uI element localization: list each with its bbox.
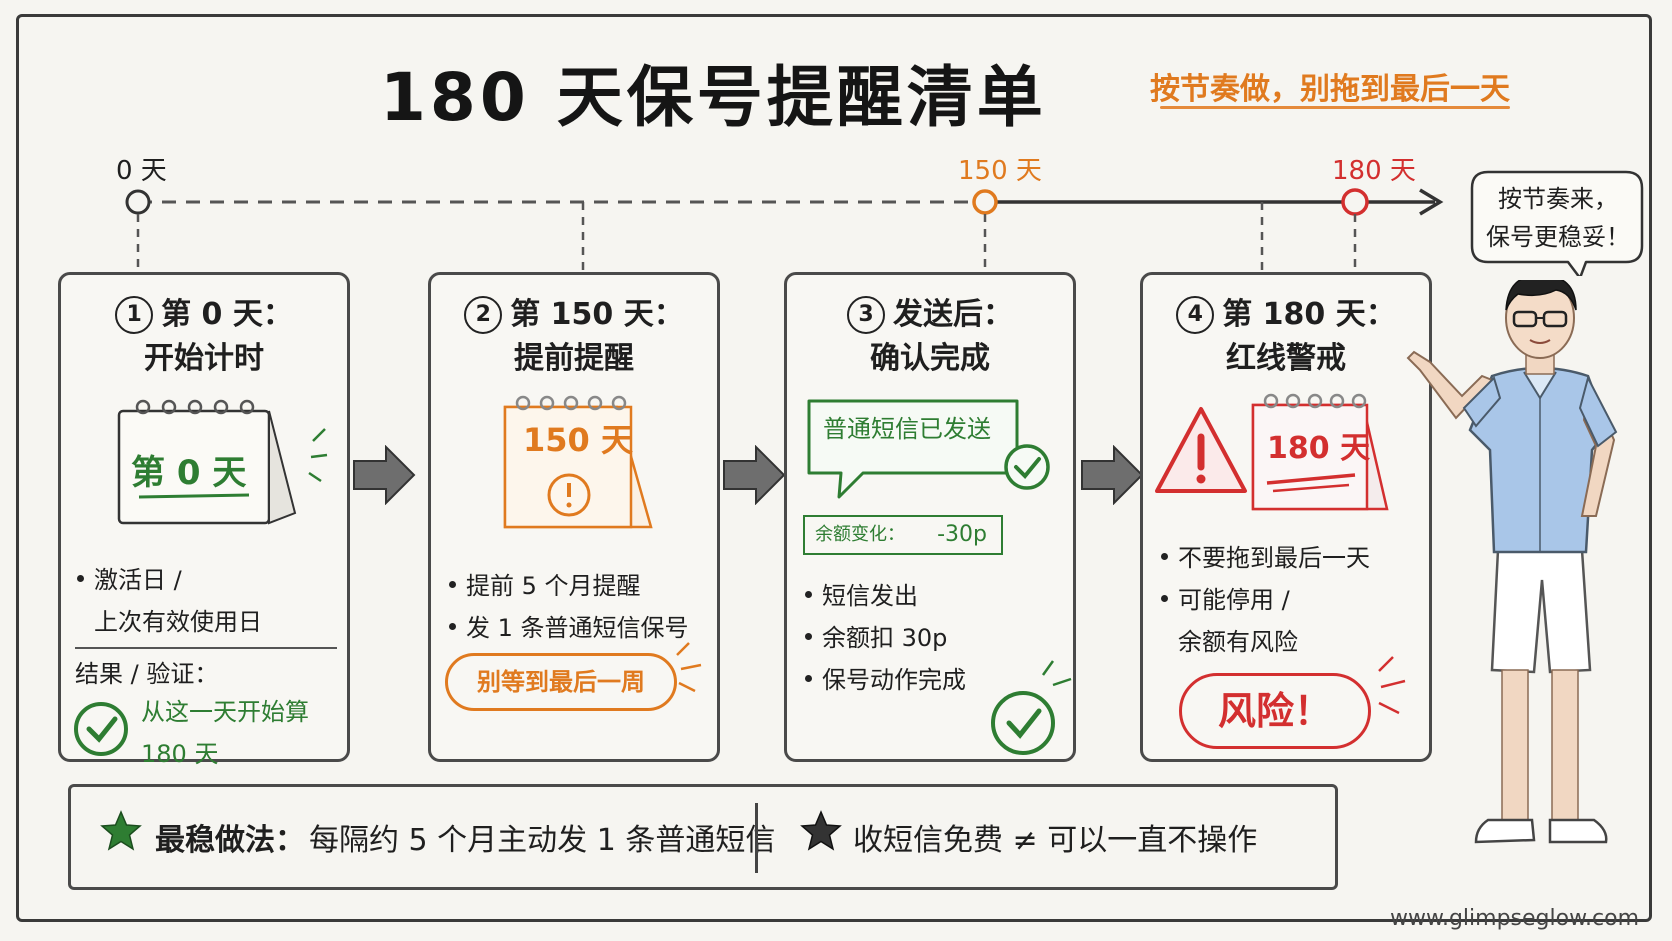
bullet-text-line2: 余额有风险 [1178,628,1298,656]
calendar-icon [117,399,328,525]
step-number: 4 [1176,296,1215,334]
emphasis-lines-icon [676,642,702,693]
warning-triangle-icon [1155,407,1247,493]
check-circle-icon [1004,444,1050,490]
result-label: 结果 / 验证： [75,660,219,688]
step-arrow-2 [723,445,786,505]
sms-bubble-shape [807,399,1019,499]
sms-sent-text: 普通短信已发送 [823,415,991,443]
card-title-line2: 开始计时 [144,341,264,376]
result-line2: 180 天 [141,740,219,768]
tip-text: 每隔约 5 个月主动发 1 条普通短信 [309,823,776,858]
card-title-line2: 确认完成 [870,341,990,376]
risk-badge: 风险！ [1179,673,1371,749]
bullet-text: 余额扣 30p [822,624,948,652]
timeline-node-day150 [972,189,998,215]
step-arrow-1 [353,445,416,505]
result-text: 从这一天开始算 180 天 [141,691,309,775]
calendar-day0-text: 第 0 天 [131,453,247,493]
emphasis-lines-icon [1378,656,1406,715]
card-after-send-bullets: 短信发出 余额扣 30p 保号动作完成 [805,575,966,701]
bubble-line2: 保号更稳妥！ [1486,223,1630,251]
note-text: 收短信免费 ≠ 可以一直不操作 [853,823,1258,858]
presenter-character-illustration [1406,280,1618,844]
bullet-text: 可能停用 / [1178,586,1290,614]
bottom-divider [755,803,758,873]
card-day180-bullets: 不要拖到最后一天 可能停用 / 余额有风险 [1161,537,1370,663]
page-title: 180 天保号提醒清单 [380,59,1047,136]
card-title-line1: 发送后： [893,297,1013,332]
card-title-line2: 红线警戒 [1226,341,1346,376]
calendar-day150-text: 150 天 [523,421,633,459]
bullet-text: 不要拖到最后一天 [1178,544,1370,572]
star-green-icon [100,810,142,851]
timeline-node-day0 [125,189,151,215]
subtitle-underline [1160,106,1510,109]
bullet-text: 保号动作完成 [822,666,966,694]
step-number: 3 [847,296,885,334]
timeline-label-day0: 0 天 [116,156,167,186]
warning-pill: 别等到最后一周 [445,653,677,711]
star-dark-icon [800,810,842,851]
balance-change-box: 余额变化： -30p [803,515,1003,555]
timeline-node-day180 [1341,188,1369,216]
calendar-day180-text: 180 天 [1267,431,1371,466]
large-check-icon [991,660,1072,755]
step-arrow-3 [1081,445,1144,505]
card-day0-bullet: 激活日 / 上次有效使用日 [77,559,262,643]
card-day150-bullets: 提前 5 个月提醒 发 1 条普通短信保号 [449,565,689,649]
outer-frame [16,14,1652,922]
footer-watermark: www.glimpseglow.com [1390,906,1640,931]
timeline-label-day150: 150 天 [958,156,1042,186]
page-subtitle: 按节奏做，别拖到最后一天 [1150,72,1510,107]
tip-label: 最稳做法： [155,823,305,858]
bullet-text: 激活日 / [94,566,182,594]
bottom-tip-box: 最稳做法： 每隔约 5 个月主动发 1 条普通短信 收短信免费 ≠ 可以一直不操… [68,784,1338,890]
card-title-line2: 提前提醒 [514,341,634,376]
step-number: 1 [115,296,154,334]
bullet-text: 提前 5 个月提醒 [466,572,641,600]
bullet-text-line2: 上次有效使用日 [94,608,262,636]
bullet-text: 短信发出 [822,582,918,610]
check-circle-icon [74,702,128,756]
divider [75,647,337,649]
card-title-line1: 第 150 天： [510,297,684,332]
timeline-label-day180: 180 天 [1332,156,1416,186]
balance-label: 余额变化： [815,524,905,545]
card-title-line1: 第 0 天： [161,297,293,332]
bullet-text: 发 1 条普通短信保号 [466,614,689,642]
card-title-line1: 第 180 天： [1222,297,1396,332]
speech-bubble [1470,170,1644,276]
result-line1: 从这一天开始算 [141,698,309,726]
step-number: 2 [464,296,503,334]
calendar-red-icon [1251,393,1389,511]
speech-bubble-text: 按节奏来， 保号更稳妥！ [1478,180,1638,256]
balance-value: -30p [937,522,987,547]
bubble-line1: 按节奏来， [1498,185,1618,213]
calendar-warning-icon [503,395,653,529]
timeline-arrowhead [1419,188,1444,216]
